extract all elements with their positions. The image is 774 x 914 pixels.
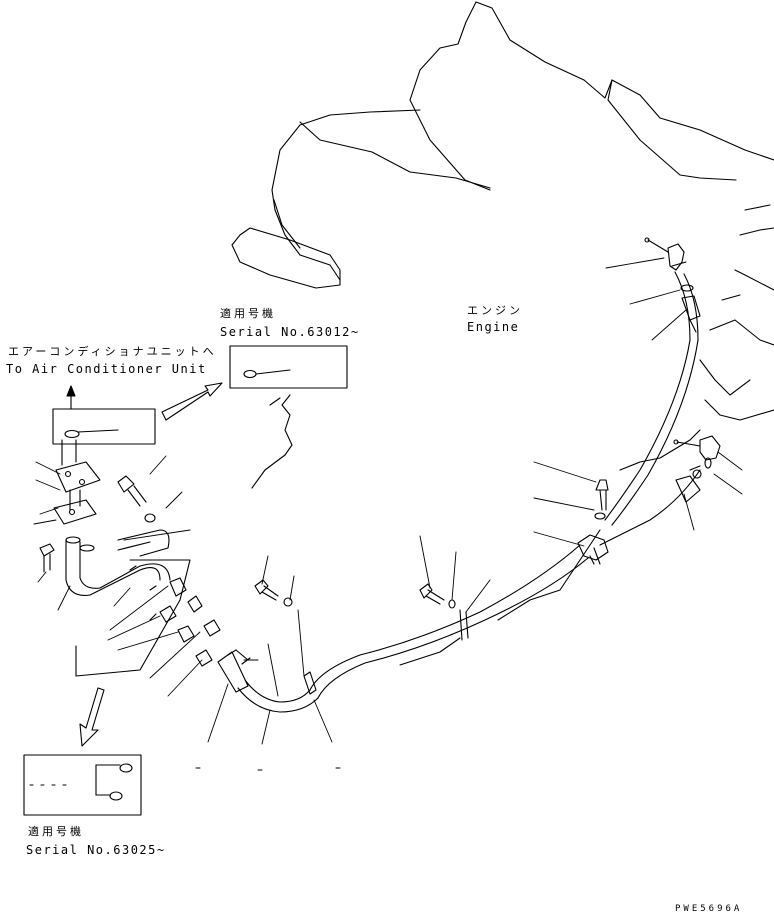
drawing-code: PWE5696A (675, 904, 743, 914)
engine-label-en: Engine (467, 320, 520, 334)
arrow-down (80, 688, 104, 746)
arrow-right (162, 383, 222, 420)
bracket-assembly (40, 440, 170, 595)
aircon-label-jp: エアーコンディショナユニットへ (8, 345, 217, 358)
serial-top-label-en: Serial No.63012~ (220, 325, 360, 339)
serial-bottom-label-en: Serial No.63025~ (26, 843, 166, 857)
left-hose-end (218, 650, 250, 692)
arrow-up (67, 386, 75, 409)
main-hose (238, 272, 700, 712)
serial-box-top (230, 346, 347, 388)
aircon-box (53, 409, 155, 444)
fittings-stack (150, 578, 220, 666)
serial-box-bottom (24, 755, 141, 815)
bolt-left (255, 580, 316, 694)
serial-bottom-label-jp: 適用号機 (28, 825, 84, 838)
serial-top-label-jp: 適用号機 (220, 307, 276, 320)
engine-label-jp: エンジン (467, 304, 523, 317)
upper-right-fitting (645, 238, 700, 332)
engine-outline (232, 2, 774, 665)
bolt-middle (420, 584, 468, 640)
leader-lines (34, 258, 742, 770)
aircon-label-en: To Air Conditioner Unit (6, 362, 207, 376)
bracket-bolt (118, 476, 155, 522)
bracket-outline (76, 560, 190, 676)
right-fitting-2 (674, 436, 720, 502)
clamp-right (578, 480, 608, 564)
